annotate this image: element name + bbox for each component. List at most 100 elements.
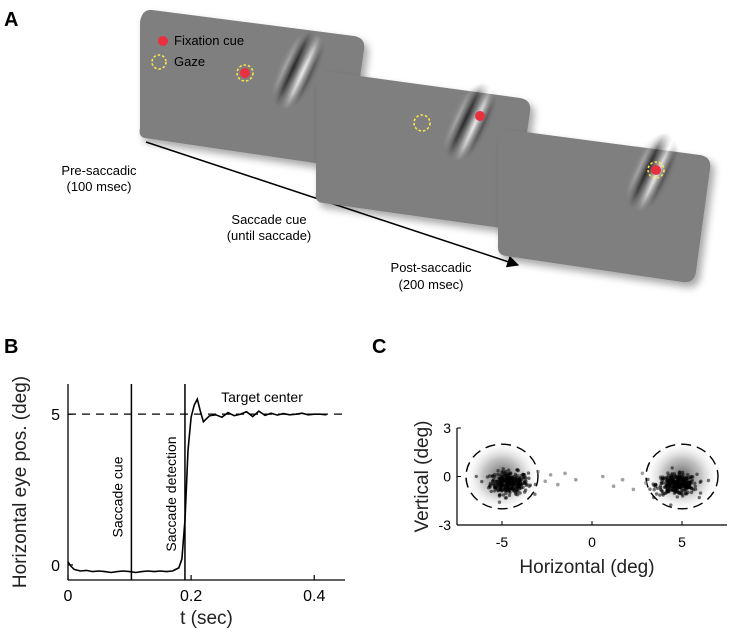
x-tick-label: 0 (588, 534, 596, 550)
landing-point (526, 471, 531, 475)
landing-point (676, 490, 680, 494)
landing-point (523, 490, 527, 494)
screen-saccade-cue (315, 71, 531, 229)
landing-point (543, 479, 547, 484)
landing-point (658, 493, 662, 497)
landing-point (686, 484, 690, 489)
landing-point (644, 481, 648, 485)
landing-point (689, 486, 694, 491)
landing-point (509, 471, 513, 475)
landing-point (640, 471, 645, 476)
legend-gaze-circle (151, 54, 167, 70)
landing-point (661, 481, 665, 485)
event-label-1: Saccade cue (109, 456, 125, 537)
landing-point (693, 487, 698, 491)
landing-point (678, 478, 682, 482)
y-tick-label: 0 (51, 558, 60, 575)
landing-point (496, 488, 501, 492)
landing-point (675, 481, 679, 486)
landing-point (516, 482, 521, 486)
landing-point (675, 495, 679, 499)
panel-b-letter: B (4, 336, 18, 358)
landing-point (686, 490, 690, 495)
landing-point (689, 481, 693, 485)
landing-point (652, 495, 656, 500)
landing-point (563, 471, 567, 476)
phase-2-line2: (until saccade) (227, 228, 312, 243)
landing-point (501, 493, 506, 497)
landing-point (695, 472, 699, 476)
landing-point (498, 493, 502, 497)
y-tick-label: 3 (443, 420, 451, 436)
landing-point (653, 484, 658, 489)
landing-point (533, 492, 537, 496)
y-axis-label: Horizontal eye pos. (deg) (10, 376, 31, 588)
gaze-circle (647, 161, 665, 179)
landing-point (509, 483, 514, 488)
landing-point (508, 478, 512, 482)
eye-position-trace (67, 396, 327, 574)
landing-point (508, 475, 513, 480)
landing-point (503, 486, 507, 491)
phase-3-line1: Post-saccadic (391, 260, 472, 275)
phase-3-line2: (200 msec) (398, 277, 463, 292)
landing-point (693, 484, 697, 488)
landing-point (672, 491, 677, 495)
landing-point (646, 477, 650, 482)
landing-point (663, 491, 667, 495)
screen-pre-saccadic: Fixation cue Gaze (139, 9, 365, 167)
landing-point (663, 485, 668, 489)
landing-point (516, 468, 520, 473)
landing-point (496, 472, 500, 477)
x-tick-label: -5 (496, 534, 509, 550)
landing-point (536, 469, 540, 474)
gaze-circle (236, 64, 254, 82)
landing-point (683, 492, 687, 496)
event-label-2: Saccade detection (163, 436, 179, 551)
landing-point (521, 472, 525, 477)
x-tick-label: 0.2 (180, 588, 202, 605)
landing-point (681, 494, 685, 498)
screen-post-saccadic (497, 124, 711, 283)
landing-point (670, 472, 674, 476)
panel-a-letter: A (4, 9, 18, 31)
y-tick-label: 5 (51, 407, 60, 424)
landing-point (680, 470, 685, 475)
landing-point (676, 474, 681, 478)
landing-point (611, 484, 616, 489)
landing-point (489, 489, 493, 494)
landing-point (506, 487, 510, 492)
landing-point (648, 487, 652, 491)
phase-2-line1: Saccade cue (231, 212, 306, 227)
landing-point (497, 500, 502, 504)
target-window-2 (645, 443, 719, 510)
landing-point (669, 476, 673, 480)
landing-point (665, 478, 669, 482)
landing-point (520, 482, 524, 486)
landing-point (671, 488, 675, 492)
landing-point (514, 491, 518, 495)
panel-c-letter: C (372, 336, 386, 358)
landing-point (686, 473, 690, 477)
landing-point (660, 489, 664, 494)
landing-point (681, 481, 686, 485)
landing-point (652, 487, 656, 492)
landing-point (497, 481, 501, 486)
y-axis-label: Vertical (deg) (412, 421, 433, 533)
landing-point (491, 474, 495, 478)
landing-point (507, 493, 512, 498)
landing-point (697, 495, 701, 500)
legend-fixation-dot (158, 36, 168, 46)
x-tick-label: 0.4 (303, 588, 325, 605)
landing-point (514, 483, 518, 487)
landing-point (516, 489, 520, 493)
landing-point (485, 475, 490, 479)
landing-point (504, 475, 509, 480)
gabor-stimulus (432, 74, 508, 170)
phase-1-line2: (100 msec) (66, 179, 131, 194)
